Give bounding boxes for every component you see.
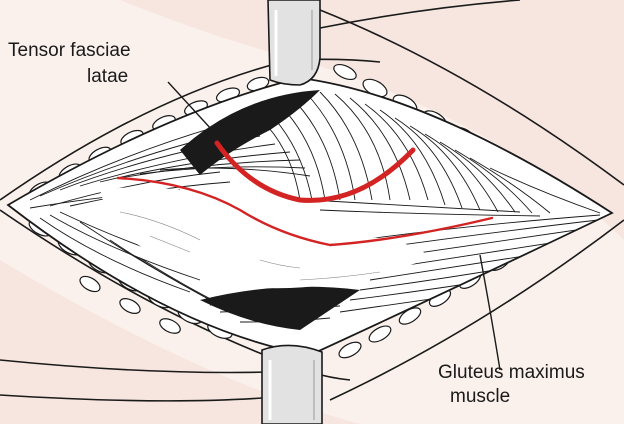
skin-tint-lower [0, 260, 360, 424]
deep-shadow-lower [200, 286, 360, 330]
incision-line-thick [214, 140, 416, 203]
label-gluteus-maximus-line2: muscle [450, 386, 511, 407]
label-tensor-fasciae-latae-line1: Tensor fasciae [8, 40, 131, 61]
retractor-bottom [261, 344, 323, 424]
wound-opening [6, 77, 614, 356]
retractor-top [267, 0, 321, 86]
leader-line-tensor-fasciae-latae [167, 81, 213, 131]
label-tensor-fasciae-latae-line2: latae [87, 66, 129, 87]
leader-line-gluteus-maximus [479, 254, 501, 371]
label-gluteus-maximus-line1: Gluteus maximus [438, 362, 585, 383]
muscle-fibers-upper [29, 91, 601, 214]
incision-line-thin [116, 176, 494, 247]
skin-tint-upper [120, 0, 624, 240]
skin-edge-lines [0, 0, 624, 402]
fascia-texture [119, 211, 381, 281]
fascia-band [100, 187, 430, 289]
